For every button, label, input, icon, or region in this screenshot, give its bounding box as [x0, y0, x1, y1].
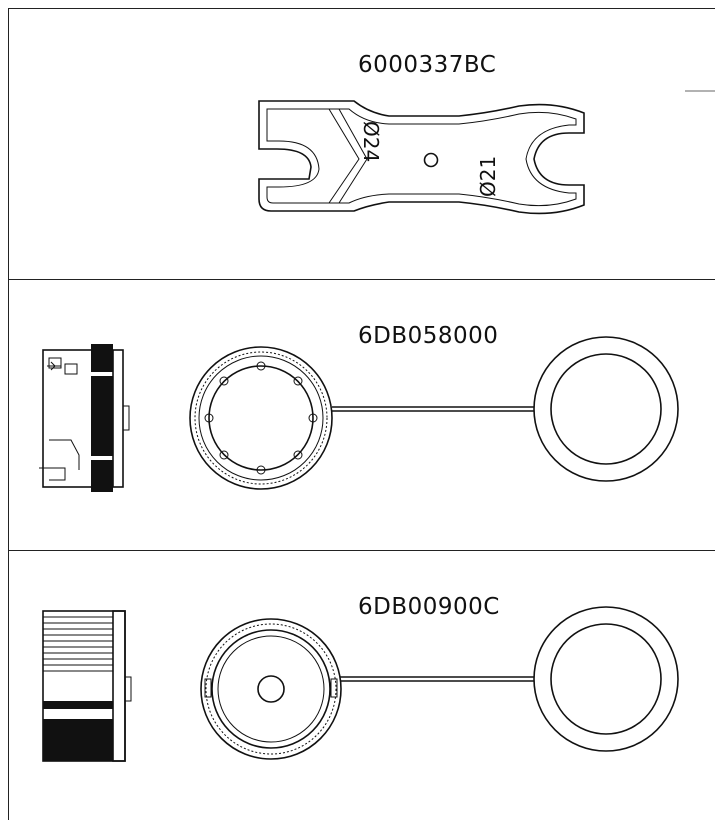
ring-band-1 — [91, 372, 113, 376]
jaw-chevron-inner — [338, 108, 368, 204]
clip-top — [64, 363, 78, 375]
cap-2-drawing — [42, 606, 679, 762]
body-outline — [42, 349, 94, 488]
cap-1-side-view — [39, 344, 130, 492]
tether-ring-inner — [550, 353, 662, 465]
part-number-cap-2: 6DB00900C — [358, 594, 500, 620]
tether-band — [340, 676, 534, 682]
panel-cap-1: 6DB058000 — [8, 279, 715, 550]
tether-ring-inner — [550, 623, 662, 735]
wrench-outline — [258, 100, 585, 215]
part-number-wrench: 6000337BC — [358, 52, 497, 78]
tether-ring-outer — [533, 336, 679, 482]
center-hole — [423, 152, 439, 168]
flange — [112, 349, 124, 488]
cap-1-drawing — [39, 336, 679, 492]
jaw-chevron-outer — [328, 108, 360, 204]
tab-right — [330, 678, 338, 698]
knurled-ring — [91, 344, 113, 492]
knurl-ring — [194, 351, 328, 485]
tether-band — [332, 406, 534, 412]
opening — [208, 365, 314, 471]
tether-ring-outer — [533, 606, 679, 752]
inner-rim — [211, 629, 331, 749]
stub — [122, 405, 130, 431]
cap-1-tether — [332, 336, 679, 482]
cap-2-front-view — [200, 618, 342, 760]
face — [217, 635, 325, 743]
stub — [124, 676, 132, 702]
outer-rim — [200, 618, 342, 760]
flange — [112, 610, 126, 762]
cap-1-front-view — [189, 346, 333, 490]
outer-rim — [189, 346, 333, 490]
band-top — [43, 701, 113, 709]
latch-top — [48, 357, 62, 369]
center-hub — [257, 675, 285, 703]
knurl-lines — [43, 616, 113, 672]
cap-2-tether — [340, 606, 679, 752]
inner-rim — [198, 355, 324, 481]
panel-wrench: 6000337BC Ø24 Ø21 — [8, 8, 715, 279]
lug-circles — [204, 361, 318, 475]
clip-bottom — [39, 439, 80, 481]
cap-2-side-view — [42, 610, 132, 762]
wrench-inner-outline — [266, 108, 577, 207]
tab-left — [204, 678, 212, 698]
ring-band-2 — [91, 456, 113, 460]
dimension-left: Ø24 — [359, 121, 383, 162]
knurl-ring — [205, 623, 337, 755]
part-number-cap-1: 6DB058000 — [358, 323, 499, 349]
panel-cap-2: 6DB00900C — [8, 550, 715, 820]
dimension-right: Ø21 — [476, 156, 500, 197]
arrow-icon — [47, 361, 61, 371]
wrench-drawing: Ø24 Ø21 — [258, 90, 715, 215]
band-bottom — [43, 719, 113, 761]
